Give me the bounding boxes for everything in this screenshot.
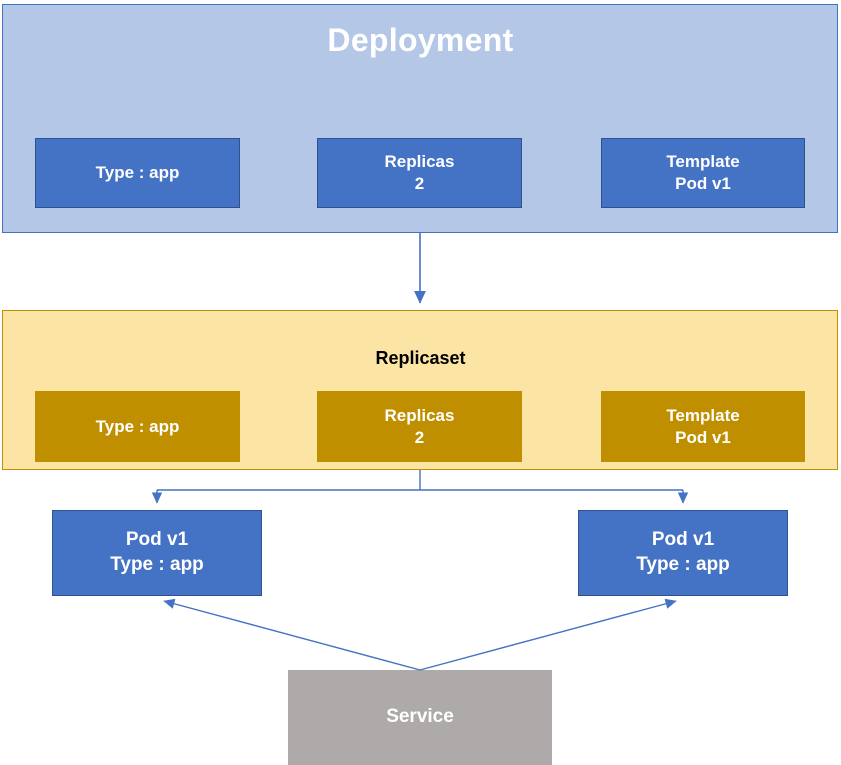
deployment-chip-replicas-line-1: Replicas: [384, 152, 455, 172]
deployment-chip-template: Template Pod v1: [601, 138, 805, 208]
connector-replicaset-to-pods: [151, 470, 689, 504]
service-label: Service: [386, 706, 454, 727]
replicaset-chip-type-line-1: Type : app: [95, 416, 180, 436]
pod-left-line-1: Pod v1: [125, 529, 189, 551]
deployment-chip-replicas-line-2: 2: [414, 174, 425, 193]
replicaset-chip-replicas-line-2: 2: [414, 427, 425, 447]
deployment-chip-type: Type : app: [35, 138, 240, 208]
connector-service-to-pods: [163, 598, 677, 671]
deployment-chip-template-line-1: Template: [666, 152, 740, 172]
replicaset-chip-template: Template Pod v1: [601, 391, 805, 462]
service-box: Service: [288, 670, 552, 765]
deployment-chip-template-line-2: Pod v1: [675, 174, 731, 193]
pod-right-line-2: Type : app: [636, 554, 730, 575]
deployment-chip-type-line-1: Type : app: [95, 163, 180, 183]
pod-left-line-2: Type : app: [110, 554, 204, 575]
replicaset-chip-type: Type : app: [35, 391, 240, 462]
deployment-chip-replicas: Replicas 2: [317, 138, 522, 208]
pod-box-right: Pod v1 Type : app: [578, 510, 788, 596]
deployment-title: Deployment: [327, 22, 514, 58]
replicaset-chip-template-line-2: Pod v1: [675, 427, 731, 447]
replicaset-chip-replicas: Replicas 2: [317, 391, 522, 462]
replicaset-title: Replicaset: [375, 348, 466, 368]
pod-right-line-1: Pod v1: [651, 529, 715, 551]
replicaset-chip-replicas-line-1: Replicas: [384, 405, 455, 425]
pod-box-left: Pod v1 Type : app: [52, 510, 262, 596]
replicaset-chip-template-line-1: Template: [666, 405, 740, 425]
